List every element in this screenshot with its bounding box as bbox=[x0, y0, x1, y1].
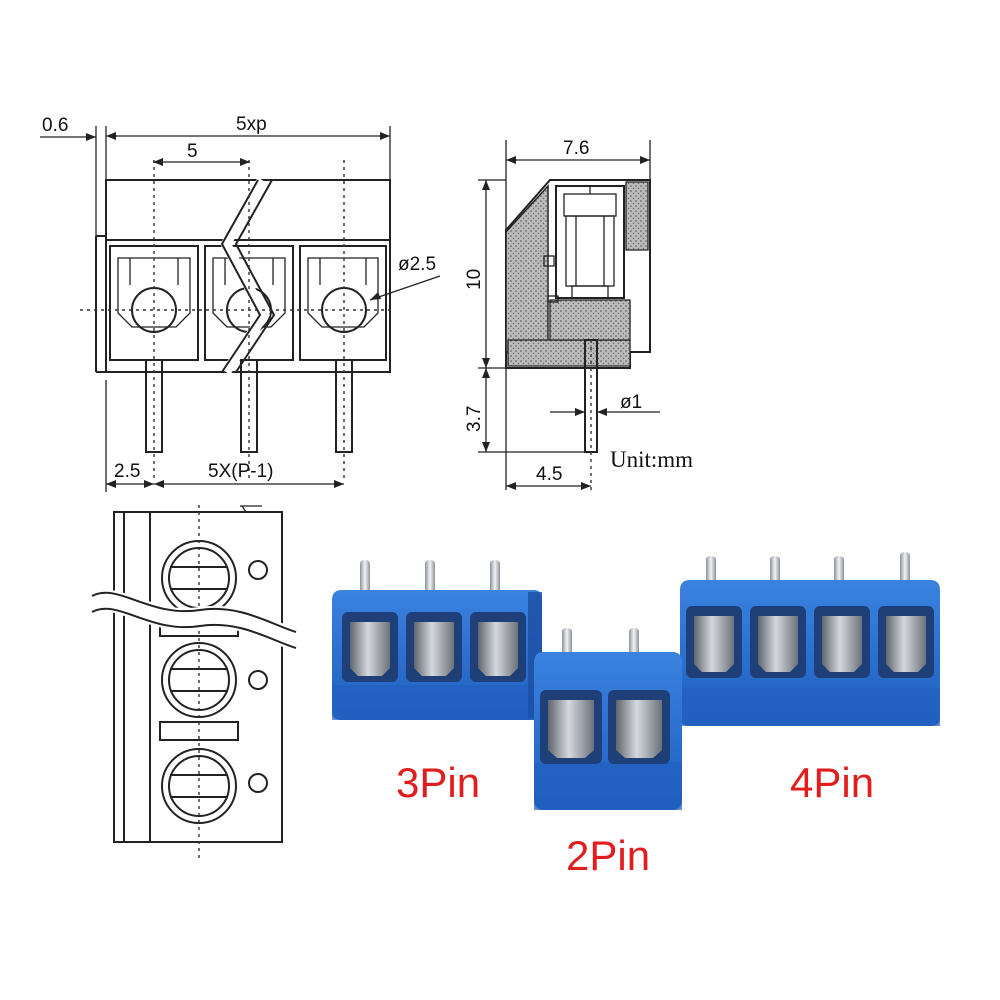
dim-7-6: 7.6 bbox=[563, 138, 589, 159]
side-view-drawing: 7.6 10 3.7 ø1 bbox=[464, 138, 693, 490]
unit-note: Unit:mm bbox=[610, 447, 693, 472]
dim-5: 5 bbox=[187, 141, 198, 162]
label-2pin: 2Pin bbox=[566, 832, 650, 879]
front-view-drawing: 5xp 0.6 5 bbox=[40, 114, 441, 492]
dim-2-5: 2.5 bbox=[114, 461, 140, 482]
top-view-drawing bbox=[86, 505, 300, 858]
connector-4pin-photo bbox=[680, 552, 940, 726]
dim-dia-2-5: ø2.5 bbox=[398, 254, 436, 275]
dim-10: 10 bbox=[464, 269, 485, 290]
dim-5xp: 5xp bbox=[236, 114, 267, 135]
connector-2pin-photo bbox=[534, 628, 682, 810]
connector-3pin-photo bbox=[332, 560, 542, 720]
dim-5x-p-1: 5X(P-1) bbox=[208, 461, 273, 482]
dim-3-7: 3.7 bbox=[464, 406, 485, 432]
dim-4-5: 4.5 bbox=[536, 464, 562, 485]
dim-0-6: 0.6 bbox=[42, 115, 68, 136]
label-3pin: 3Pin bbox=[396, 759, 480, 806]
label-4pin: 4Pin bbox=[790, 759, 874, 806]
dim-dia-1: ø1 bbox=[620, 392, 642, 413]
